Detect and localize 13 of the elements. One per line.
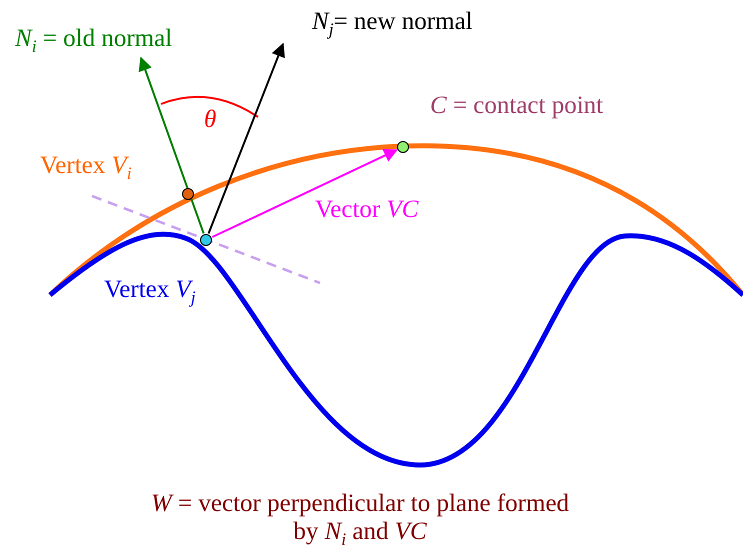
angle-label: θ bbox=[204, 106, 216, 134]
point-marker bbox=[182, 188, 194, 200]
vector-label: N$_{i}$ = old normal bbox=[15, 25, 172, 56]
point-label: C = contact point bbox=[430, 92, 604, 120]
point-label: Vertex V$_{j}$ bbox=[104, 276, 196, 308]
vector-label: N$_{j}$= new normal bbox=[312, 8, 473, 40]
point-marker bbox=[397, 141, 409, 153]
point-label: Vertex V$_{i}$ bbox=[40, 152, 132, 184]
caption-text: W = vector perpendicular to plane formed by N$_{i}$ and VC bbox=[150, 490, 570, 549]
arrow bbox=[138, 56, 205, 234]
arrow bbox=[208, 42, 285, 234]
point-marker bbox=[200, 234, 212, 246]
edge-label: Vector VC bbox=[315, 196, 418, 224]
